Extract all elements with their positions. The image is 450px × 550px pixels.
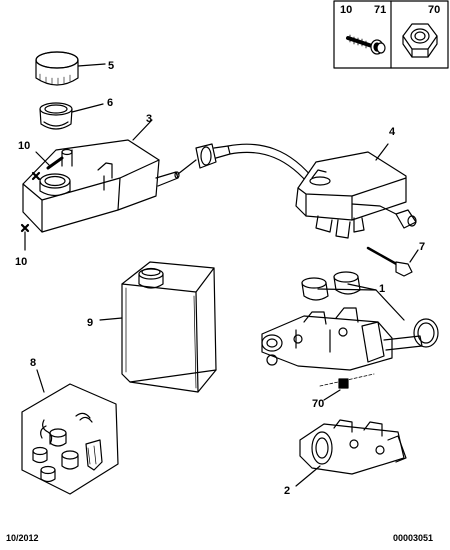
callout-8: 8 <box>30 357 37 369</box>
cylinder-body <box>295 419 407 487</box>
screw-10-upper <box>35 151 64 170</box>
callout-4: 4 <box>389 126 396 138</box>
callout-10-lower: 10 <box>15 256 28 268</box>
fastener-marker-lower <box>20 223 30 233</box>
reservoir-seals <box>301 271 361 301</box>
callout-10-upper: 10 <box>18 140 31 152</box>
brake-fluid-reservoir <box>22 119 180 233</box>
callout-7: 7 <box>419 241 426 253</box>
reservoir-cap <box>35 51 106 86</box>
callout-3: 3 <box>146 113 153 125</box>
brake-fluid-can <box>99 261 217 393</box>
seal-kit <box>21 369 119 495</box>
bolt-7 <box>366 246 419 277</box>
legend-code-70: 70 <box>428 4 441 16</box>
flange-nut-icon <box>402 23 438 58</box>
footer-reference: 00003051 <box>393 533 434 543</box>
legend-code-10: 10 <box>340 4 353 16</box>
fluid-hose <box>177 143 317 189</box>
fastener-marker-upper <box>31 171 41 181</box>
legend-code-71: 71 <box>374 4 387 16</box>
callout-5: 5 <box>108 60 115 72</box>
footer-date: 10/2012 <box>6 533 39 543</box>
legend-box <box>333 0 449 69</box>
callout-9: 9 <box>87 317 94 329</box>
nut-70 <box>319 373 375 401</box>
master-cylinder <box>261 283 439 371</box>
callout-2: 2 <box>284 485 291 497</box>
callout-1: 1 <box>379 283 386 295</box>
master-reservoir <box>295 143 417 239</box>
callout-70: 70 <box>312 398 325 410</box>
callout-6: 6 <box>107 97 114 109</box>
screw-icon <box>346 34 386 55</box>
filter-strainer <box>39 102 104 130</box>
